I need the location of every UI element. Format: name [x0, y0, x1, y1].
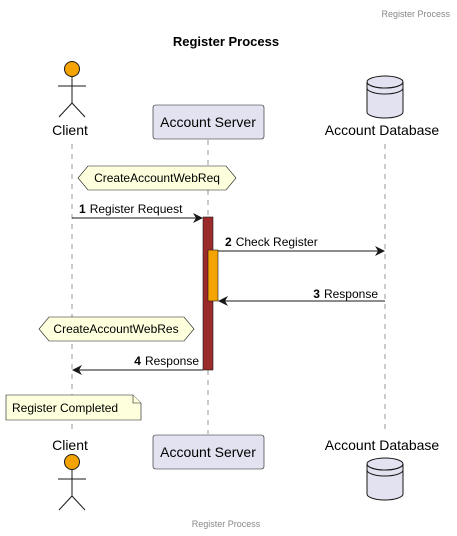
hexagon-res-label: CreateAccountWebRes	[53, 322, 178, 336]
server-participant-bottom: Account Server	[152, 434, 265, 470]
message-1-text: 1 Register Request	[79, 202, 183, 216]
server-label-top: Account Server	[160, 114, 256, 130]
message-3-label: Response	[324, 287, 378, 301]
message-4-number: 4	[134, 354, 141, 368]
client-actor-bottom: Client	[52, 437, 88, 511]
database-icon	[366, 457, 404, 501]
message-1-number: 1	[79, 202, 86, 216]
message-2-label: Check Register	[236, 235, 318, 249]
message-3-text: 3 Response	[313, 287, 378, 301]
database-icon	[366, 75, 404, 119]
message-2-number: 2	[225, 235, 232, 249]
note-register-completed: Register Completed	[5, 394, 142, 421]
footer-caption: Register Process	[192, 519, 261, 529]
actor-icon	[58, 454, 86, 511]
message-4-text: 4 Response	[134, 354, 199, 368]
message-3-number: 3	[313, 287, 320, 301]
database-participant-bottom: Account Database	[325, 437, 440, 501]
note-label: Register Completed	[12, 401, 118, 415]
client-label-bottom: Client	[52, 437, 88, 453]
message-2-text: 2 Check Register	[225, 235, 318, 249]
header-caption: Register Process	[381, 9, 450, 19]
client-label-top: Client	[52, 122, 88, 138]
diagram-title: Register Process	[173, 34, 279, 49]
message-1-label: Register Request	[90, 202, 183, 216]
server-participant-top: Account Server	[152, 104, 265, 140]
database-label-top: Account Database	[325, 122, 440, 138]
hexagon-create-account-req: CreateAccountWebReq	[77, 165, 237, 191]
message-4-label: Response	[145, 354, 199, 368]
hexagon-create-account-res: CreateAccountWebRes	[38, 316, 195, 342]
client-actor-top: Client	[52, 61, 88, 138]
database-participant-top: Account Database	[325, 75, 440, 138]
server-activation-inner	[207, 249, 219, 302]
server-label-bottom: Account Server	[160, 444, 256, 460]
database-label-bottom: Account Database	[325, 437, 440, 453]
hexagon-req-label: CreateAccountWebReq	[94, 171, 220, 185]
actor-icon	[58, 61, 86, 118]
